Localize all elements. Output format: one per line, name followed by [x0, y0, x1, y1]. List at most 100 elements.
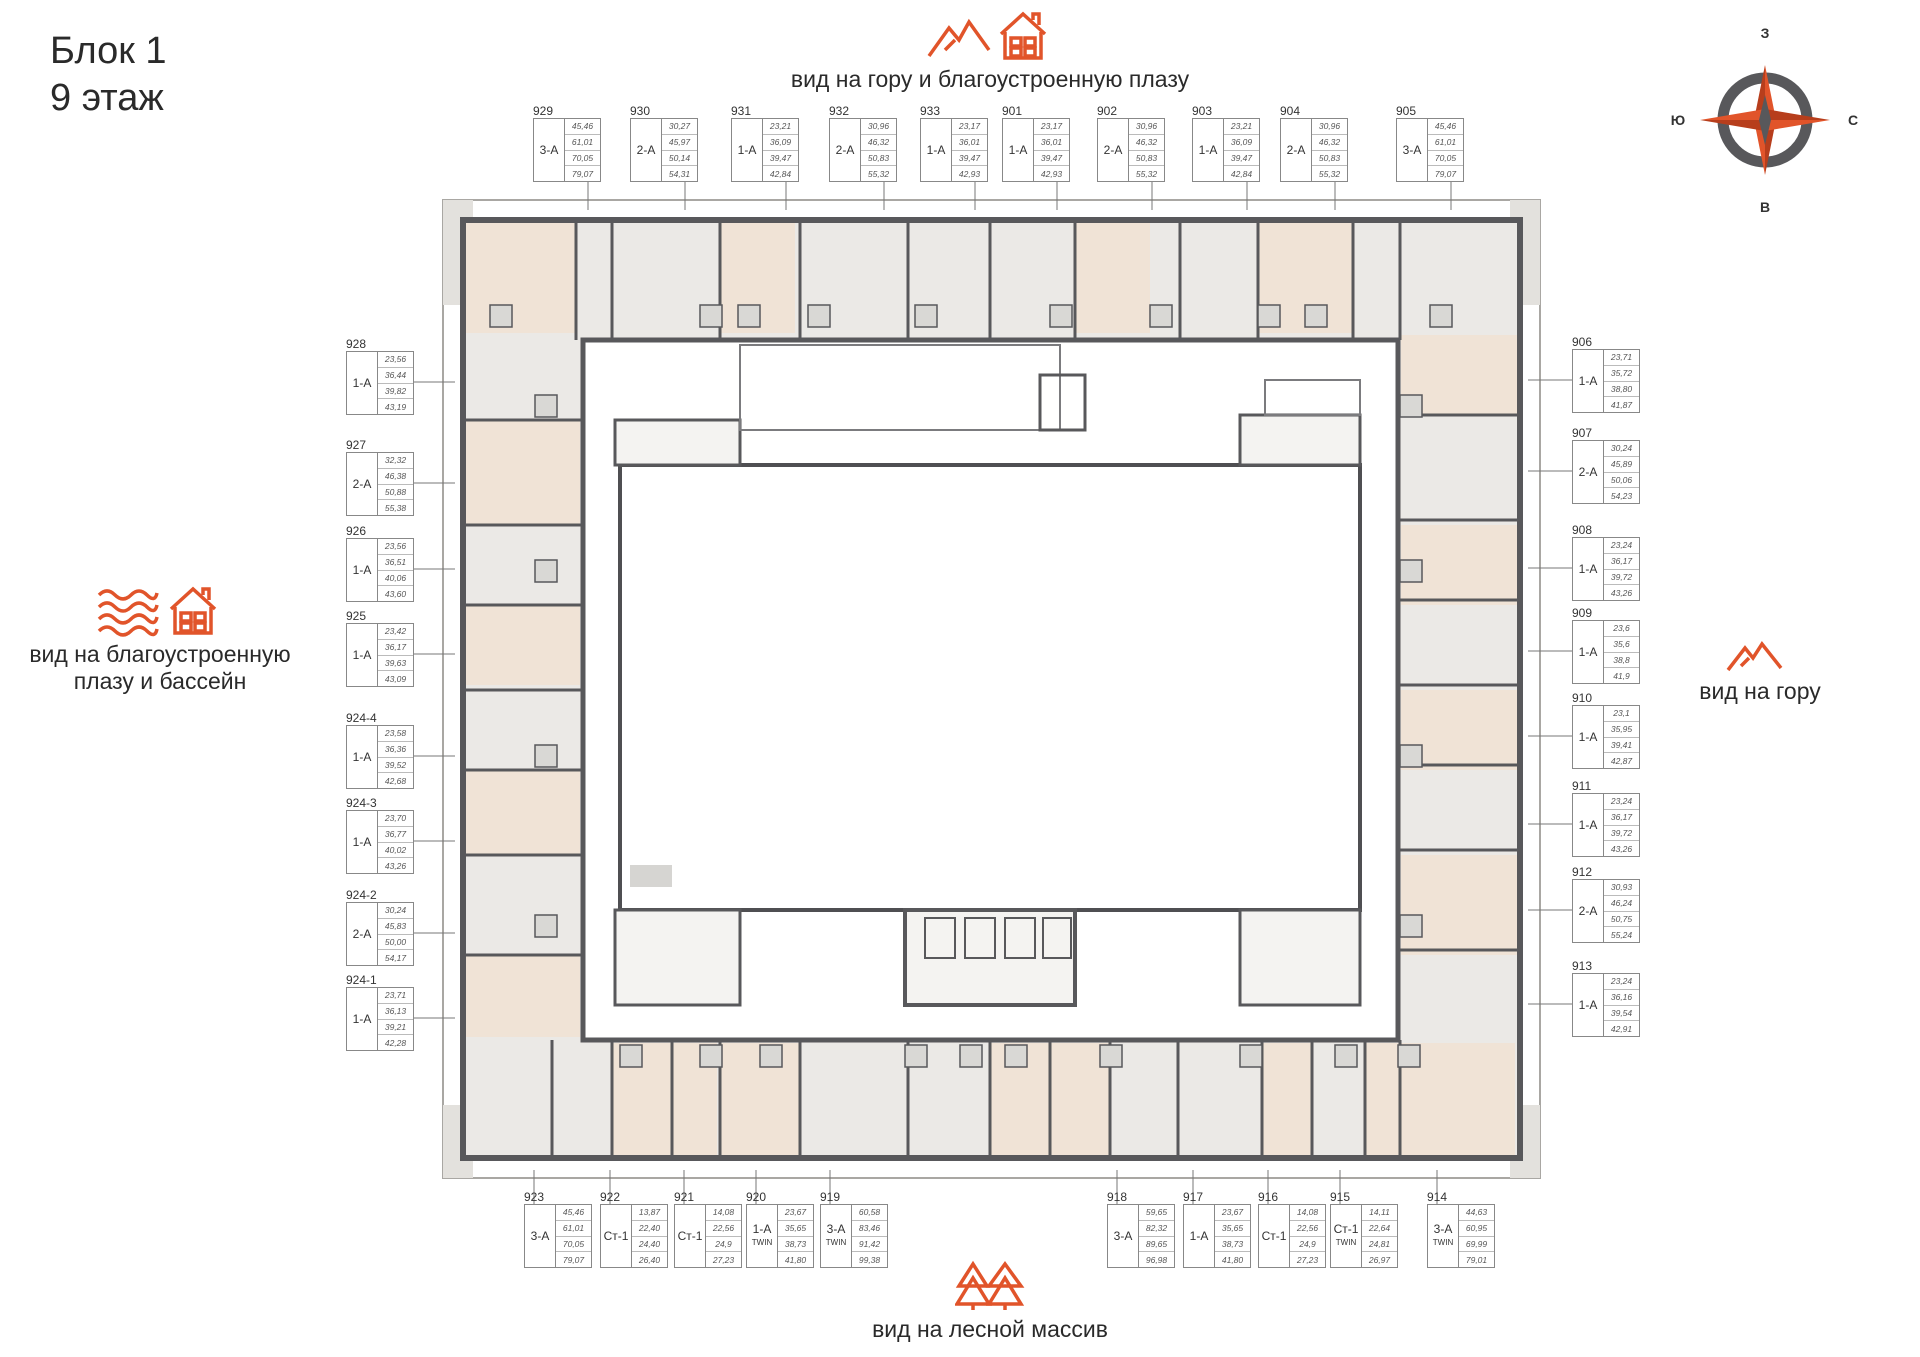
- bathroom: [534, 394, 558, 418]
- apartment-area: 55,32: [1135, 168, 1158, 179]
- apartment-area: 23,1: [1604, 706, 1639, 722]
- apartment-number: 930: [630, 104, 651, 118]
- apartment-area: 30,24: [1604, 441, 1639, 457]
- apartment-number: 924-4: [346, 711, 377, 725]
- bathroom: [489, 304, 513, 328]
- apartment-area: 39,82: [378, 384, 413, 400]
- apartment-area: 23,24: [1604, 974, 1639, 990]
- staircase: [1238, 908, 1362, 1007]
- bathroom: [699, 304, 723, 328]
- apartment-number: 928: [346, 337, 367, 351]
- staircase: [613, 908, 742, 1007]
- bathroom: [1239, 1044, 1263, 1068]
- apartment-type-label: 1-А: [737, 142, 757, 157]
- block-name: Блок 1: [50, 30, 167, 72]
- apartment-area: 30,96: [1129, 119, 1164, 135]
- apartment-area: 36,09: [763, 135, 798, 151]
- apartment-type: 2-А: [1573, 441, 1604, 503]
- apartment-type: Ст-1: [601, 1205, 632, 1267]
- apartment-number: 916: [1258, 1190, 1279, 1204]
- apartment-area: 99,38: [858, 1254, 881, 1265]
- apartment-type: 1-А: [347, 988, 378, 1050]
- apartment-type-label: 2-А: [352, 476, 372, 491]
- apartment-area: 13,87: [632, 1205, 667, 1221]
- compass-south: В: [1760, 199, 1770, 215]
- apartment-area: 14,08: [1290, 1205, 1325, 1221]
- view-right-label: вид на гору: [1699, 678, 1821, 704]
- apartment-area: 23,17: [1034, 119, 1069, 135]
- apartment-area: 38,8: [1604, 653, 1639, 669]
- apartment-area: 42,93: [1040, 168, 1063, 179]
- apartment-type-sub: TWIN: [751, 1238, 773, 1247]
- apartment-type-sub: TWIN: [1335, 1238, 1357, 1247]
- apartment-type-label: 2-А: [1578, 903, 1598, 918]
- apartment-area: 39,72: [1604, 570, 1639, 586]
- equipment: [630, 865, 672, 887]
- apartment-area: 39,52: [378, 758, 413, 774]
- apartment-area: 46,38: [378, 469, 413, 485]
- apartment-area: 30,96: [861, 119, 896, 135]
- block-title: Блок 1 9 этаж: [50, 28, 167, 122]
- apartment-room: [466, 420, 580, 525]
- apartment-area: 82,32: [1139, 1221, 1174, 1237]
- apartment-area: 14,11: [1362, 1205, 1397, 1221]
- apartment-area: 42,87: [1610, 755, 1633, 766]
- bathroom: [1397, 1044, 1421, 1068]
- apartment-type: 1-А: [347, 726, 378, 788]
- view-left-icons: [97, 586, 217, 637]
- apartment-area: 55,32: [1318, 168, 1341, 179]
- bathroom: [1334, 1044, 1358, 1068]
- bathroom: [1004, 1044, 1028, 1068]
- apartment-area: 36,17: [378, 640, 413, 656]
- apartment-type: 1-А: [1573, 974, 1604, 1036]
- apartment-type-label: 3-А: [1433, 1222, 1453, 1236]
- apartment-area: 61,01: [565, 135, 600, 151]
- apartment-number: 909: [1572, 606, 1593, 620]
- apartment-area: 69,99: [1459, 1237, 1494, 1253]
- apartment-area: 23,70: [378, 811, 413, 827]
- apartment-area: 35,65: [1215, 1221, 1250, 1237]
- apartment-area: 30,24: [378, 903, 413, 919]
- apartment-area: 23,24: [1604, 538, 1639, 554]
- apartment-area: 36,51: [378, 555, 413, 571]
- waves-icon: [97, 589, 159, 637]
- apartment-area: 14,08: [706, 1205, 741, 1221]
- apartment-area: 41,80: [1221, 1254, 1244, 1265]
- apartment-area: 55,38: [384, 502, 407, 513]
- apartment-area: 43,26: [384, 860, 407, 871]
- bathroom: [914, 304, 938, 328]
- apartment-number: 903: [1192, 104, 1213, 118]
- bathroom: [1429, 304, 1453, 328]
- apartment-number: 913: [1572, 959, 1593, 973]
- apartment-number: 927: [346, 438, 367, 452]
- apartment-area: 39,47: [763, 151, 798, 167]
- apartment-room: [466, 955, 580, 1037]
- apartment-type-label: 1-А: [926, 142, 946, 157]
- apartment-area: 26,40: [638, 1254, 661, 1265]
- apartment-area: 36,09: [1224, 135, 1259, 151]
- apartment-area: 23,21: [763, 119, 798, 135]
- apartment-type-label: 1-А: [752, 1222, 772, 1236]
- apartment-type-label: 2-А: [352, 926, 372, 941]
- apartment-type-label: 2-А: [1103, 142, 1123, 157]
- compass: З В Ю С: [1670, 20, 1860, 220]
- apartment-type-label: 3-А: [826, 1222, 846, 1236]
